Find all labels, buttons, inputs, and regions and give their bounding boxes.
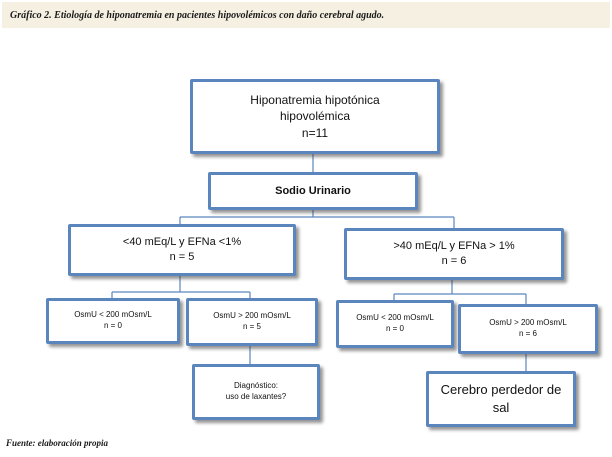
figure-caption: Gráfico 2. Etiología de hiponatremia en … bbox=[2, 2, 610, 28]
node-high-a-line2: n = 0 bbox=[385, 324, 404, 333]
node-sodio-bajo: <40 mEq/L y EFNa <1% n = 5 bbox=[68, 224, 296, 276]
node-root-line2: hipovolémica bbox=[279, 109, 351, 124]
node-root-line1: Hiponatremia hipotónica bbox=[250, 93, 380, 108]
node-low-b-line2: n = 5 bbox=[242, 322, 261, 331]
node-low-b-line1: OsmU > 200 mOsm/L bbox=[213, 311, 291, 321]
node-sodio-label: Sodio Urinario bbox=[275, 184, 351, 197]
node-low-b-dx-line1: Diagnóstico: bbox=[233, 381, 279, 391]
node-root-line3: n=11 bbox=[301, 125, 329, 140]
node-low-osmu-mayor: OsmU > 200 mOsm/L n = 5 bbox=[186, 298, 318, 346]
node-high-b-dx-line1: Cerebro perdedor de bbox=[440, 382, 562, 398]
node-low-a-line2: n = 0 bbox=[103, 321, 122, 330]
node-sodio-urinario: Sodio Urinario bbox=[208, 172, 418, 210]
node-low-osmu-menor: OsmU < 200 mOsm/L n = 0 bbox=[46, 298, 180, 344]
node-high-osmu-menor: OsmU < 200 mOsm/L n = 0 bbox=[336, 300, 454, 348]
node-low-line2: n = 5 bbox=[169, 251, 195, 263]
source-note-text: Fuente: elaboración propia bbox=[6, 438, 109, 448]
source-note: Fuente: elaboración propia bbox=[6, 438, 108, 448]
node-hiponatremia-hipotonica: Hiponatremia hipotónica hipovolémica n=1… bbox=[190, 79, 440, 154]
node-high-a-line1: OsmU < 200 mOsm/L bbox=[356, 313, 434, 323]
node-low-b-dx-line2: uso de laxantes? bbox=[225, 392, 287, 401]
node-low-line1: <40 mEq/L y EFNa <1% bbox=[122, 236, 242, 249]
node-low-a-line1: OsmU < 200 mOsm/L bbox=[74, 310, 152, 320]
node-high-b-line2: n = 6 bbox=[518, 329, 537, 338]
node-high-b-dx-line2: sal bbox=[492, 400, 510, 415]
node-diagnostico-laxantes: Diagnóstico: uso de laxantes? bbox=[192, 364, 320, 420]
node-high-line2: n = 6 bbox=[441, 255, 467, 267]
node-high-osmu-mayor: OsmU > 200 mOsm/L n = 6 bbox=[458, 304, 598, 354]
figure-caption-text: Gráfico 2. Etiología de hiponatremia en … bbox=[10, 9, 385, 21]
node-high-line1: >40 mEq/L y EFNa > 1% bbox=[393, 240, 515, 253]
node-sodio-alto: >40 mEq/L y EFNa > 1% n = 6 bbox=[344, 228, 564, 280]
node-cerebro-perdedor-de-sal: Cerebro perdedor de sal bbox=[426, 371, 576, 427]
node-high-b-line1: OsmU > 200 mOsm/L bbox=[489, 318, 567, 328]
